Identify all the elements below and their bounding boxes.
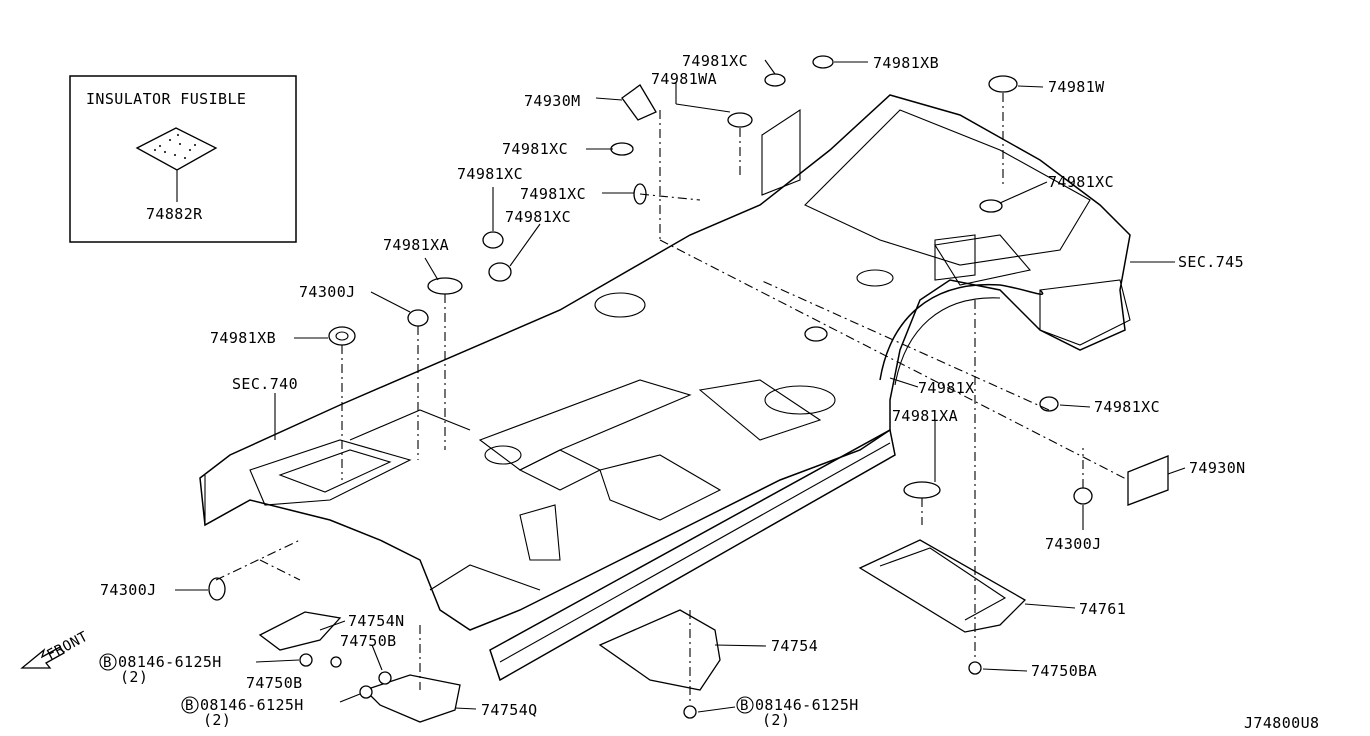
- floor-panel-assembly: [199, 94, 1131, 682]
- plug-74981xc-right: [979, 199, 1003, 213]
- label-74981xc-right: 74981XC: [1048, 173, 1114, 191]
- label-74754n: 74754N: [348, 612, 405, 630]
- bolt-a-icon: [299, 653, 313, 667]
- cover-74754: [598, 609, 721, 691]
- label-74981xb-top: 74981XB: [873, 54, 939, 72]
- label-74754: 74754: [771, 637, 818, 655]
- label-74981xc-c: 74981XC: [457, 165, 523, 183]
- label-74981xc-d: 74981XC: [520, 185, 586, 203]
- bracket-74754q: [363, 674, 461, 723]
- plug-74300j-c: [208, 577, 226, 601]
- insulator-texture: [154, 134, 196, 159]
- plug-74981w: [988, 75, 1018, 93]
- plug-parts: [208, 55, 1169, 723]
- label-74981xc-b: 74981XC: [502, 140, 568, 158]
- callouts: 74981XC 74981XB 74981WA 74930M 74981W 74…: [99, 52, 1246, 729]
- label-74981xa-left: 74981XA: [383, 236, 449, 254]
- label-74981xc-f: 74981XC: [1094, 398, 1160, 416]
- label-74981xa-right: 74981XA: [892, 407, 958, 425]
- clip-74300j-b: [1073, 487, 1093, 505]
- label-74981w: 74981W: [1048, 78, 1105, 96]
- clip-74981xc-right: [1039, 396, 1059, 412]
- front-label: FRONT: [44, 629, 91, 664]
- nut-74750b-a-icon: [378, 671, 392, 685]
- plug-74981xc-f: [804, 326, 828, 342]
- plug-74981xb-top: [812, 55, 834, 69]
- pad-74930n: [1127, 455, 1169, 506]
- label-bolt-b-qty: (2): [203, 711, 231, 729]
- front-direction-indicator: FRONT: [20, 629, 91, 669]
- bracket-74754n: [258, 611, 342, 651]
- plug-74981xc-b: [482, 231, 504, 249]
- label-74981xb-left: 74981XB: [210, 329, 276, 347]
- label-74930m: 74930M: [524, 92, 581, 110]
- insulator-pad-icon: [135, 127, 218, 171]
- label-bolt-b: 08146-6125H: [200, 696, 304, 714]
- label-74750b-b: 74750B: [246, 674, 303, 692]
- plug-74981xc-a: [610, 142, 634, 156]
- label-74750b-a: 74750B: [340, 632, 397, 650]
- label-74981xc-top: 74981XC: [682, 52, 748, 70]
- nut-74750ba-icon: [968, 661, 982, 675]
- diagram-code: J74800U8: [1244, 714, 1319, 732]
- plug-74981xa-right: [903, 481, 941, 499]
- plug-74981xa-left: [427, 277, 463, 295]
- label-bolt-c: 08146-6125H: [755, 696, 859, 714]
- inset-part-number: 74882R: [146, 205, 203, 223]
- bolt-a-prefix: B: [103, 655, 112, 671]
- plug-74981wa: [727, 112, 753, 128]
- bolt-b-prefix: B: [185, 698, 194, 714]
- bolt-a-marker-icon: [99, 653, 117, 671]
- label-74754q: 74754Q: [481, 701, 538, 719]
- label-74981xc-e: 74981XC: [505, 208, 571, 226]
- label-74761: 74761: [1079, 600, 1126, 618]
- plug-74300j-a: [407, 309, 429, 327]
- label-sec-740: SEC.740: [232, 375, 298, 393]
- inset-frame: [69, 75, 297, 243]
- bolt-c-icon: [683, 705, 697, 719]
- label-74930n: 74930N: [1189, 459, 1246, 477]
- label-74750ba: 74750BA: [1031, 662, 1097, 680]
- inset-title: INSULATOR FUSIBLE: [86, 90, 246, 108]
- bolt-c-prefix: B: [740, 698, 749, 714]
- label-bolt-a-qty: (2): [120, 668, 148, 686]
- label-74300j-c: 74300J: [100, 581, 157, 599]
- label-74300j-a: 74300J: [299, 283, 356, 301]
- label-74300j-b: 74300J: [1045, 535, 1102, 553]
- inset-insulator-fusible: INSULATOR FUSIBLE 74882R: [69, 75, 297, 243]
- label-sec-745: SEC.745: [1178, 253, 1244, 271]
- label-74981wa: 74981WA: [651, 70, 717, 88]
- clip-74981xb-left: [328, 326, 356, 346]
- assembly-lines: [215, 93, 1129, 705]
- bolt-b-icon: [359, 685, 373, 699]
- cover-74761: [858, 539, 1027, 633]
- label-bolt-c-qty: (2): [762, 711, 790, 729]
- front-arrow-icon: [20, 646, 65, 669]
- label-74981x: 74981X: [918, 379, 975, 397]
- pad-74930m: [621, 84, 657, 121]
- plug-74981xc-top: [764, 73, 786, 87]
- bolt-c-marker-icon: [736, 696, 754, 714]
- label-bolt-a: 08146-6125H: [118, 653, 222, 671]
- plug-74981xc-d: [488, 262, 512, 282]
- nut-74750b-b-icon: [330, 656, 342, 668]
- leader-lines: [175, 59, 1186, 713]
- bolt-b-marker-icon: [181, 696, 199, 714]
